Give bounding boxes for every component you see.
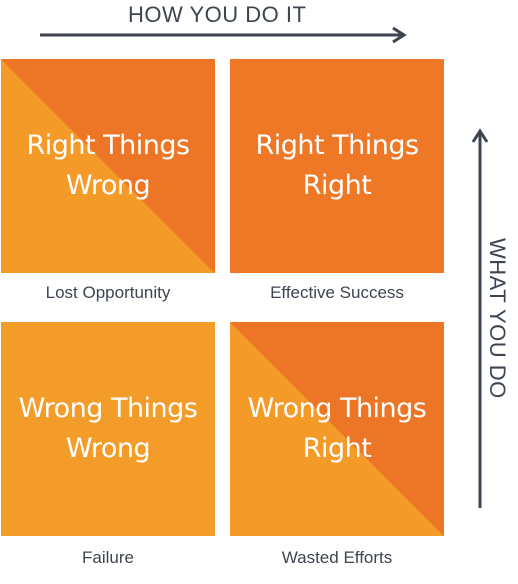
vertical-axis-label: WHAT YOU DO (485, 238, 510, 399)
quadrant-wrong-things-wrong: Wrong Things Wrong (1, 322, 215, 536)
quadrant-title-line2: Wrong (65, 433, 151, 464)
quadrant-title: Wrong Things Right (248, 389, 427, 469)
quadrant-title-line1: Right Things (255, 130, 419, 161)
quadrant-title: Right Things Wrong (26, 126, 190, 206)
horizontal-axis-label: HOW YOU DO IT (128, 2, 307, 27)
caption-failure: Failure (82, 548, 134, 567)
vertical-axis-arrow (471, 128, 489, 508)
quadrant-title-line2: Right (302, 170, 372, 201)
quadrant-title-line1: Right Things (26, 130, 190, 161)
quadrant-title-line2: Right (302, 433, 372, 464)
caption-effective-success: Effective Success (270, 283, 404, 302)
quadrant-title-line1: Wrong Things (18, 393, 198, 424)
quadrant-title-line1: Wrong Things (247, 393, 427, 424)
caption-wasted-efforts: Wasted Efforts (281, 548, 393, 567)
horizontal-axis-arrow (40, 26, 407, 44)
quadrant-right-things-wrong: Right Things Wrong (1, 59, 215, 273)
quadrant-title: Right Things Right (255, 126, 419, 206)
quadrant-title: Wrong Things Wrong (19, 389, 198, 469)
caption-lost-opportunity: Lost Opportunity (45, 283, 171, 302)
quadrant-wrong-things-right: Wrong Things Right (230, 322, 444, 536)
quadrant-right-things-right: Right Things Right (230, 59, 444, 273)
quadrant-title-line2: Wrong (65, 170, 151, 201)
